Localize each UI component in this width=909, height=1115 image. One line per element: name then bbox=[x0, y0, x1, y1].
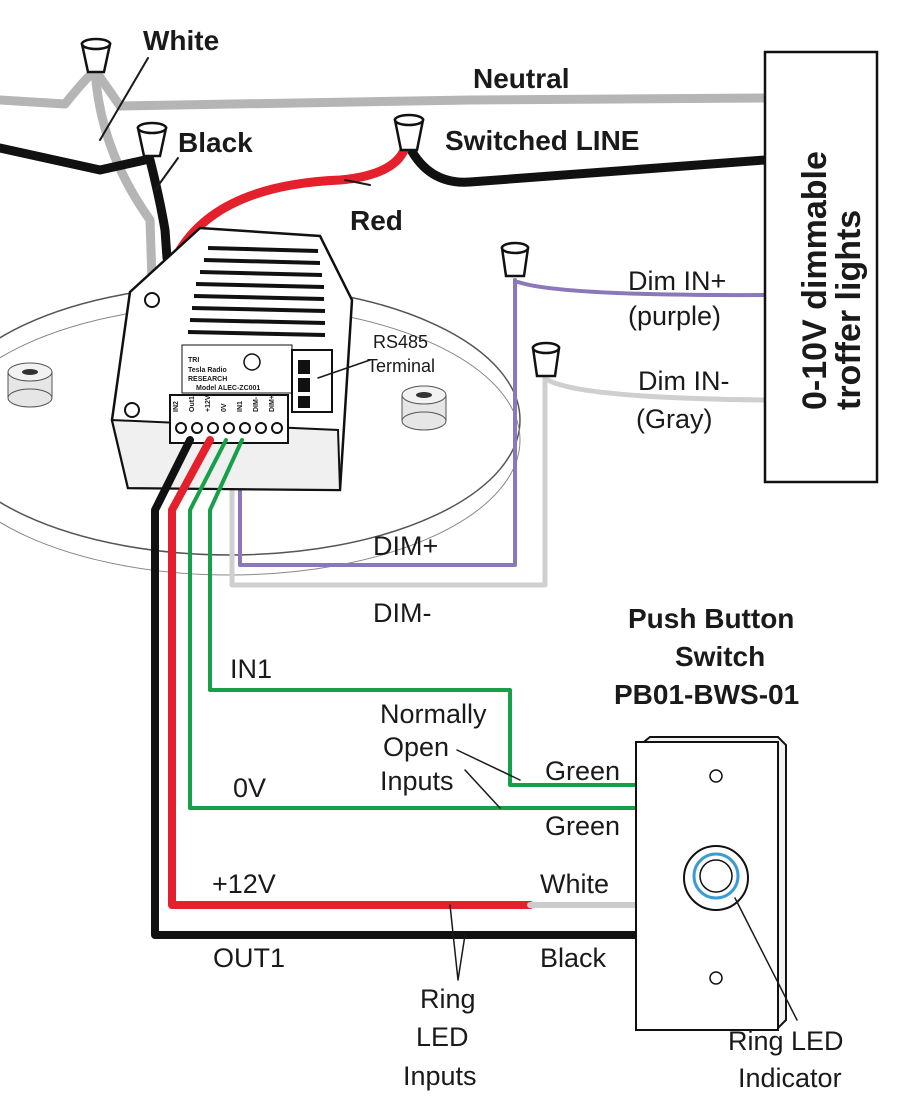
svg-text:Out1: Out1 bbox=[189, 396, 196, 412]
screw-hole bbox=[144, 292, 160, 308]
purple-troffer-wire bbox=[516, 280, 767, 298]
standoff-left bbox=[7, 362, 53, 408]
normally-open-label-3: Inputs bbox=[380, 766, 454, 796]
speaker-grille bbox=[187, 246, 326, 337]
maker-line-1: Tesla Radio bbox=[188, 367, 227, 374]
mount-hole-top bbox=[709, 769, 723, 783]
red-load-wire bbox=[175, 143, 410, 255]
out1-label: OUT1 bbox=[213, 943, 285, 973]
normally-open-label-2: Open bbox=[383, 732, 449, 762]
purple-dim-plus-wire bbox=[238, 278, 517, 567]
dim-in-minus-label: Dim IN- bbox=[638, 366, 729, 396]
terminal-labels: IN2 Out1 +12V 0V IN1 DIM- DIM+ bbox=[173, 395, 276, 412]
in1-green-wire bbox=[208, 438, 642, 787]
black-wire-drop bbox=[145, 155, 172, 263]
gray-troffer-wire bbox=[545, 377, 768, 403]
black-pb-label: Black bbox=[540, 943, 607, 973]
svg-text:IN1: IN1 bbox=[237, 401, 244, 412]
out1-black-wire bbox=[151, 436, 644, 939]
in1-label: IN1 bbox=[230, 654, 272, 684]
svg-text:0V: 0V bbox=[221, 403, 228, 412]
switched-line-wire bbox=[405, 143, 770, 187]
neutral-wire bbox=[0, 65, 770, 111]
rs485-leader bbox=[317, 359, 371, 379]
troffer-label-line2: troffer lights bbox=[830, 210, 868, 410]
red-label: Red bbox=[350, 205, 403, 236]
screw-terminal-strip: IN2 Out1 +12V 0V IN1 DIM- DIM+ bbox=[169, 394, 289, 444]
plus-12v-label: +12V bbox=[212, 869, 276, 899]
certification-mark-icon bbox=[243, 353, 261, 371]
troffer-label-line1: 0-10V dimmable bbox=[796, 151, 834, 410]
line-in-black-wire bbox=[0, 143, 150, 175]
ring-led-indicator-label-2: Indicator bbox=[738, 1063, 842, 1093]
wire-nut-line-icon bbox=[393, 113, 425, 152]
push-button-title-1: Push Button bbox=[628, 603, 794, 634]
troffer-box bbox=[763, 50, 879, 484]
rs485-label-line1: RS485 bbox=[373, 332, 428, 352]
gray-label: (Gray) bbox=[636, 404, 713, 434]
normally-open-label-1: Normally bbox=[380, 699, 487, 729]
neutral-label: Neutral bbox=[473, 63, 569, 94]
switched-line-label: Switched LINE bbox=[445, 125, 639, 156]
ring-led-indicator-label-1: Ring LED bbox=[728, 1026, 844, 1056]
wire-nut-dim-plus-icon bbox=[500, 241, 530, 278]
brand-logo: TRI bbox=[188, 357, 199, 364]
green-label-2: Green bbox=[545, 811, 620, 841]
svg-text:+12V: +12V bbox=[205, 395, 212, 412]
red-leader bbox=[344, 179, 371, 186]
green-label-1: Green bbox=[545, 756, 620, 786]
controller-module: TRI Tesla Radio RESEARCH Model ALEC-ZC00… bbox=[110, 226, 354, 492]
white-pb-label: White bbox=[540, 869, 609, 899]
rs485-label-line2: Terminal bbox=[367, 356, 435, 376]
svg-text:DIM-: DIM- bbox=[253, 396, 260, 412]
black-leader bbox=[154, 157, 179, 191]
push-button-title-2: Switch bbox=[675, 641, 765, 672]
ring-led-inputs-leader bbox=[449, 904, 466, 981]
normally-open-leader bbox=[456, 749, 521, 809]
label-plate bbox=[181, 344, 293, 394]
dim-plus-label: DIM+ bbox=[373, 531, 438, 561]
gray-dim-minus-wire bbox=[229, 375, 548, 588]
purple-label: (purple) bbox=[628, 301, 721, 331]
rs485-terminal-block bbox=[291, 349, 333, 413]
svg-text:IN2: IN2 bbox=[173, 401, 180, 412]
wire-nut-neutral-icon bbox=[80, 37, 112, 74]
push-button-title-3: PB01-BWS-01 bbox=[614, 679, 799, 710]
zero-v-green-wire bbox=[188, 438, 642, 810]
ring-led-indicator-leader bbox=[734, 897, 798, 1021]
plus12v-red-wire bbox=[168, 436, 534, 909]
white-leader bbox=[99, 57, 149, 141]
ring-led-inputs-label-1: Ring bbox=[420, 984, 476, 1014]
zero-v-label: 0V bbox=[233, 773, 266, 803]
black-label: Black bbox=[178, 127, 253, 158]
mount-hole-bottom bbox=[709, 971, 723, 985]
wire-nut-black-icon bbox=[136, 121, 168, 158]
maker-line-2: RESEARCH bbox=[188, 376, 227, 383]
dim-in-plus-label: Dim IN+ bbox=[628, 266, 726, 296]
push-button-switch bbox=[635, 736, 787, 1031]
ring-led-inputs-label-3: Inputs bbox=[403, 1061, 477, 1091]
screw-hole bbox=[124, 402, 140, 418]
white-label: White bbox=[143, 25, 219, 56]
ring-led-inputs-label-2: LED bbox=[416, 1022, 469, 1052]
dim-minus-label: DIM- bbox=[373, 598, 431, 628]
wire-nut-dim-minus-icon bbox=[531, 341, 561, 378]
svg-text:DIM+: DIM+ bbox=[269, 395, 276, 412]
model-label: Model ALEC-ZC001 bbox=[196, 385, 260, 392]
standoff-right bbox=[401, 385, 447, 431]
neutral-wire-drop bbox=[90, 65, 157, 285]
